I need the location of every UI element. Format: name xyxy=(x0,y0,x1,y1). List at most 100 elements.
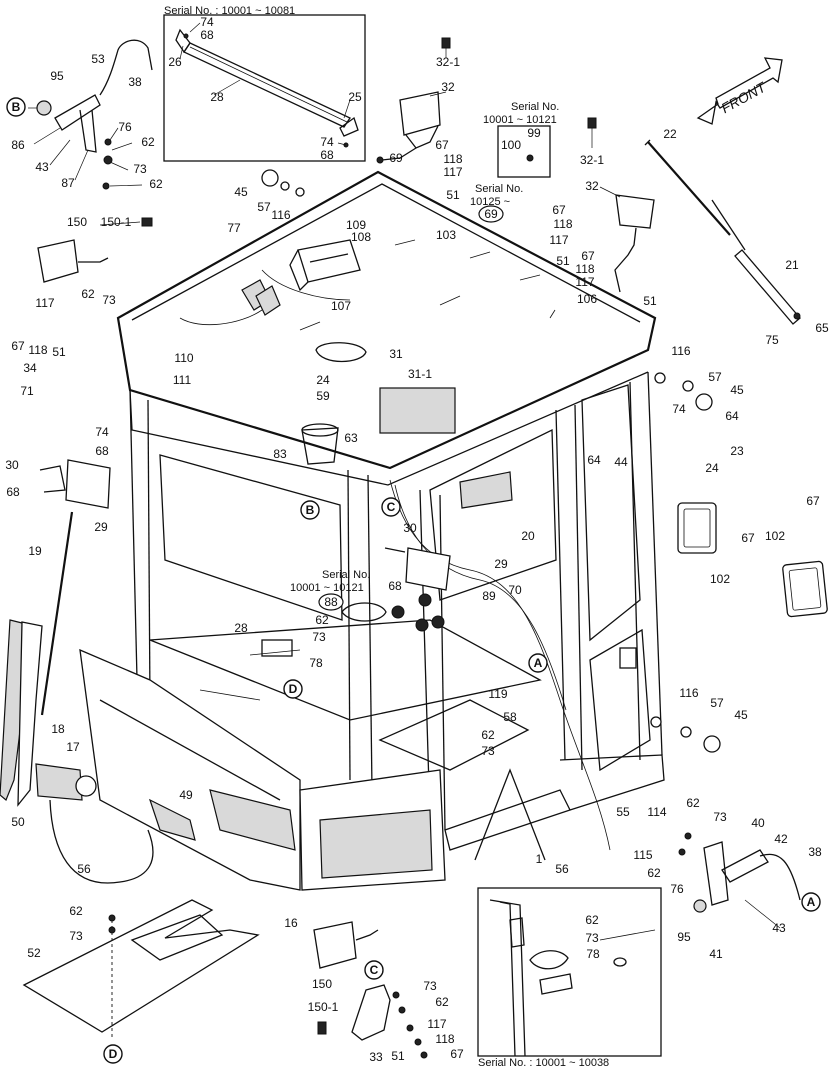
part-number-label: 117 xyxy=(575,275,594,289)
part-number-label: 108 xyxy=(351,230,371,244)
serial-note: Serial No. xyxy=(511,101,559,113)
detail-box-top xyxy=(163,14,366,162)
part-number-label: 78 xyxy=(309,656,323,670)
wiper-left xyxy=(0,511,74,807)
oval-label: 88 xyxy=(324,595,338,609)
floor-mat xyxy=(22,899,260,1040)
callout-circle: A xyxy=(528,653,548,673)
part-number-label: 115 xyxy=(633,848,652,862)
part-number-label: 62 xyxy=(435,995,449,1009)
part-number-label: 119 xyxy=(488,687,507,701)
part-number-label: 57 xyxy=(710,696,724,710)
part-number-label: 19 xyxy=(28,544,42,558)
callout-ring xyxy=(381,497,401,517)
part-number-label: 23 xyxy=(730,444,744,458)
part-number-label: 73 xyxy=(69,929,83,943)
work-lamp-bottom xyxy=(313,921,428,1059)
part-number-label: 30 xyxy=(5,458,19,472)
part-number-label: 69 xyxy=(389,151,403,165)
part-number-label: 102 xyxy=(710,572,730,586)
part-number-label: 41 xyxy=(709,947,723,961)
part-number-label: 74 xyxy=(200,15,214,29)
part-number-label: 32 xyxy=(441,80,455,94)
part-number-label: 32-1 xyxy=(580,153,604,167)
part-number-label: 24 xyxy=(316,373,330,387)
part-number-label: 34 xyxy=(23,361,37,375)
window-seals xyxy=(677,502,828,618)
side-mirror-left xyxy=(39,459,111,509)
part-number-label: 50 xyxy=(11,815,25,829)
part-number-label: 74 xyxy=(320,135,334,149)
part-number-label: 31-1 xyxy=(408,367,432,381)
cab-body xyxy=(79,170,665,891)
part-number-label: 114 xyxy=(647,805,666,819)
part-number-label: 17 xyxy=(66,740,80,754)
part-number-label: 64 xyxy=(725,409,739,423)
part-number-label: 118 xyxy=(553,217,572,231)
part-number-label: 44 xyxy=(614,455,628,469)
callout-circle: D xyxy=(103,1044,123,1064)
part-number-label: 62 xyxy=(647,866,661,880)
radio-unit xyxy=(241,239,361,316)
serial-box-99-100 xyxy=(497,125,551,178)
callout-ring xyxy=(283,679,303,699)
part-number-label: 117 xyxy=(427,1017,446,1031)
callout-letter: D xyxy=(289,682,298,696)
part-number-label: 52 xyxy=(27,946,41,960)
part-number-label: 67 xyxy=(450,1047,464,1061)
part-number-label: 53 xyxy=(91,52,105,66)
part-number-label: 118 xyxy=(443,152,462,166)
callout-letter: D xyxy=(109,1047,118,1061)
part-number-label: 111 xyxy=(173,373,192,387)
part-number-label: 65 xyxy=(815,321,829,335)
part-number-label: 67 xyxy=(741,531,755,545)
part-number-label: 26 xyxy=(168,55,182,69)
part-number-label: 55 xyxy=(616,805,630,819)
part-number-label: 67 xyxy=(581,249,595,263)
part-number-label: 25 xyxy=(348,90,362,104)
part-number-label: 110 xyxy=(174,351,193,365)
part-number-label: 103 xyxy=(436,228,456,242)
part-number-label: 24 xyxy=(705,461,719,475)
part-number-label: 67 xyxy=(552,203,566,217)
part-number-label: 78 xyxy=(586,947,600,961)
part-number-label: 56 xyxy=(77,862,91,876)
serial-note: 10001 ~ 10121 xyxy=(290,582,364,594)
callout-ring xyxy=(528,653,548,673)
part-number-label: 73 xyxy=(133,162,147,176)
detail-box-bottom xyxy=(474,768,662,1057)
part-number-label: 89 xyxy=(482,589,496,603)
callout-circle: B xyxy=(300,500,320,520)
part-number-label: 43 xyxy=(35,160,49,174)
callout-letter: A xyxy=(807,895,816,909)
part-number-label: 62 xyxy=(315,613,329,627)
part-number-label: 58 xyxy=(503,710,517,724)
part-number-label: 83 xyxy=(273,447,287,461)
part-number-label: 76 xyxy=(118,120,132,134)
part-number-label: 51 xyxy=(391,1049,405,1063)
part-number-label: 73 xyxy=(423,979,437,993)
part-number-label: 51 xyxy=(446,188,460,202)
callout-ring xyxy=(364,960,384,980)
part-number-label: 73 xyxy=(312,630,326,644)
part-number-label: 31 xyxy=(389,347,403,361)
part-number-label: 73 xyxy=(713,810,727,824)
mirror-arm-detail xyxy=(28,39,153,190)
callout-ring xyxy=(801,892,821,912)
part-number-label: 102 xyxy=(765,529,785,543)
part-number-label: 63 xyxy=(344,431,358,445)
callout-letter: C xyxy=(387,500,396,514)
part-number-label: 49 xyxy=(179,788,193,802)
part-number-label: 76 xyxy=(670,882,684,896)
part-number-label: 43 xyxy=(772,921,786,935)
oval-label: 69 xyxy=(484,207,498,221)
part-number-label: 62 xyxy=(149,177,163,191)
part-number-label: 28 xyxy=(234,621,248,635)
part-number-label: 62 xyxy=(69,904,83,918)
switch-unit xyxy=(35,763,154,884)
wiper-right xyxy=(644,139,801,325)
part-number-label: 74 xyxy=(672,402,686,416)
